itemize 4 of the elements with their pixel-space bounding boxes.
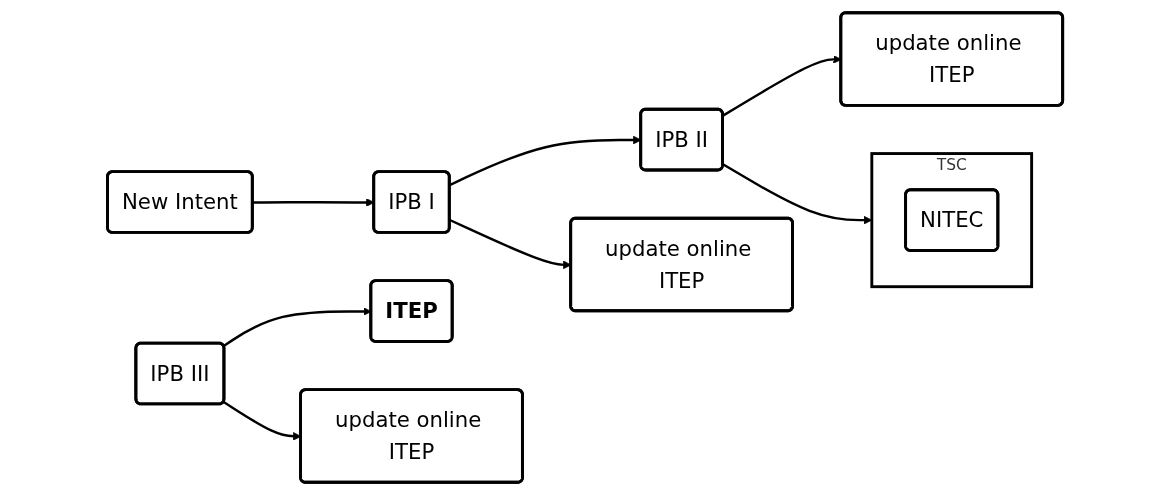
arrow — [722, 162, 873, 225]
arrow — [449, 135, 642, 187]
arrow — [253, 198, 375, 207]
arrow — [449, 218, 572, 270]
